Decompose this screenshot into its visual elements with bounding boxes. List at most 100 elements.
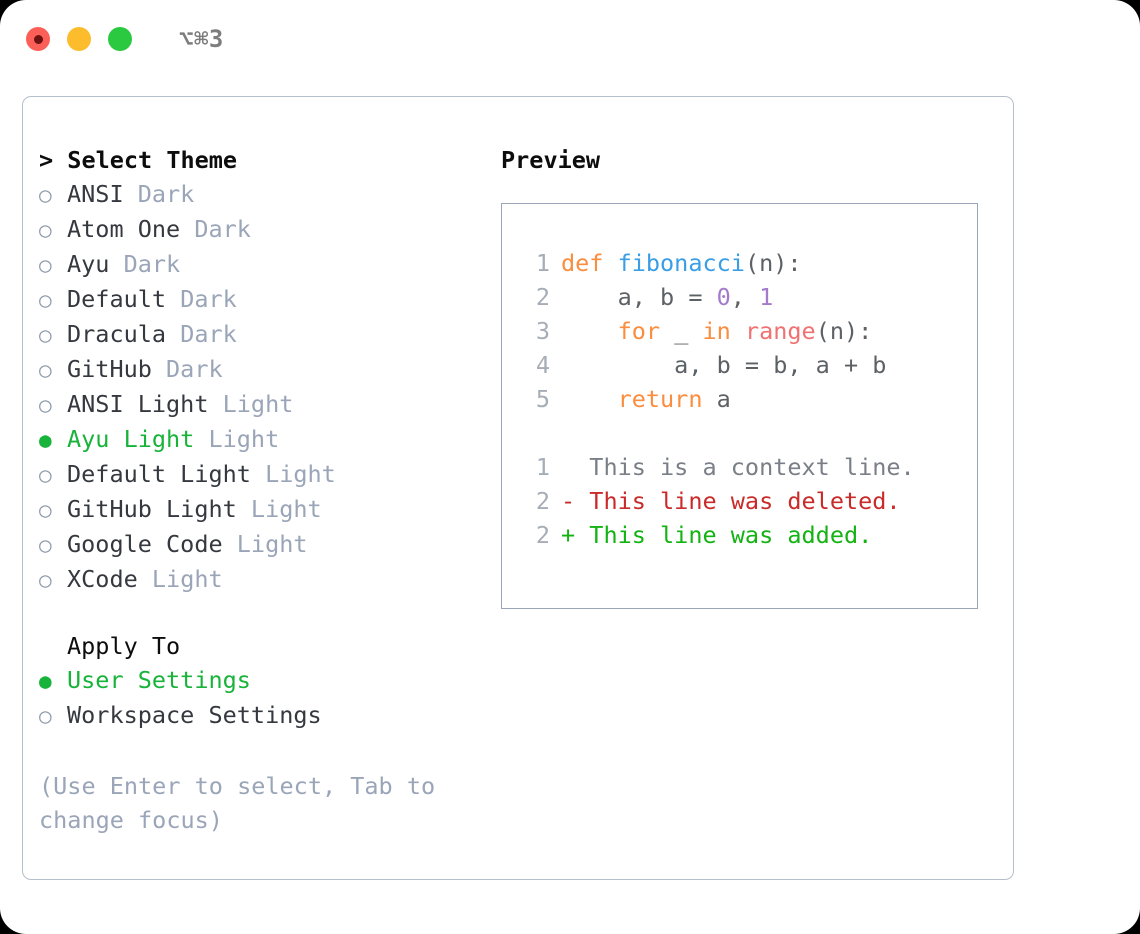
diff-text: This is a context line. xyxy=(561,453,915,481)
option-variant-badge: Light xyxy=(137,565,223,593)
radio-unselected-icon: ○ xyxy=(39,358,52,382)
theme-option-1[interactable]: ○ Atom One Dark xyxy=(39,212,479,247)
option-variant-badge: Dark xyxy=(123,180,195,208)
code-token-pl xyxy=(731,317,745,345)
line-number: 1 xyxy=(535,453,550,481)
theme-option-0[interactable]: ○ ANSI Dark xyxy=(39,177,479,212)
code-token-pl: a, b = b, a + b xyxy=(561,351,887,379)
line-number: 1 xyxy=(535,249,550,277)
radio-unselected-icon: ○ xyxy=(39,463,52,487)
preview-heading: Preview xyxy=(501,146,601,174)
radio-unselected-icon: ○ xyxy=(39,704,52,728)
radio-unselected-icon: ○ xyxy=(39,288,52,312)
code-token-pl xyxy=(561,385,618,413)
diff-sample: 1 This is a context line.2- This line wa… xyxy=(520,450,977,552)
line-number: 3 xyxy=(535,317,550,345)
select-theme-heading: > Select Theme xyxy=(39,146,238,174)
option-variant-badge: Dark xyxy=(166,320,237,348)
line-number: 2 xyxy=(535,283,550,311)
radio-unselected-icon: ○ xyxy=(39,183,52,207)
option-label: GitHub xyxy=(67,355,152,383)
code-line-4: 4 a, b = b, a + b xyxy=(520,348,977,382)
option-variant-badge: Light xyxy=(194,425,280,453)
theme-option-3[interactable]: ○Default Dark xyxy=(39,282,479,317)
option-label: XCode xyxy=(67,565,138,593)
keyboard-shortcut-label: ⌥⌘3 xyxy=(179,25,224,53)
line-number: 2 xyxy=(535,521,550,549)
apply-option-0[interactable]: ● User Settings xyxy=(39,663,479,698)
option-label: User Settings xyxy=(67,666,251,694)
theme-option-4[interactable]: ○Dracula Dark xyxy=(39,317,479,352)
option-label: Ayu xyxy=(67,250,110,278)
option-variant-badge: Dark xyxy=(151,355,223,383)
code-line-2: 2 a, b = 0, 1 xyxy=(520,280,977,314)
option-label: Atom One xyxy=(67,215,181,243)
diff-line-del: 2- This line was deleted. xyxy=(520,484,977,518)
option-variant-badge: Light xyxy=(208,390,294,418)
option-label: GitHub Light xyxy=(67,495,237,523)
option-label: Default xyxy=(67,285,167,313)
option-variant-badge: Light xyxy=(250,460,336,488)
option-variant-badge: Light xyxy=(222,530,308,558)
code-line-5: 5 return a xyxy=(520,382,977,416)
window-controls xyxy=(26,27,132,51)
theme-option-5[interactable]: ○ GitHub Dark xyxy=(39,352,479,387)
theme-option-8[interactable]: ○ Default Light Light xyxy=(39,457,479,492)
theme-options-list[interactable]: ○ ANSI Dark ○ Atom One Dark ○ Ayu Dark ○ Defaul… xyxy=(39,177,479,597)
option-label: ANSI Light xyxy=(67,390,209,418)
line-number: 2 xyxy=(535,487,550,515)
code-token-kw: return xyxy=(617,385,703,413)
apply-option-1[interactable]: ○ Workspace Settings xyxy=(39,698,479,733)
radio-selected-icon: ● xyxy=(39,669,52,693)
radio-selected-icon: ● xyxy=(39,428,52,452)
radio-unselected-icon: ○ xyxy=(39,498,52,522)
code-token-pl: a, b = xyxy=(561,283,717,311)
code-token-kw: def xyxy=(561,249,618,277)
minimize-button[interactable] xyxy=(67,27,91,51)
diff-line-ctx: 1 This is a context line. xyxy=(520,450,977,484)
theme-option-2[interactable]: ○ Ayu Dark xyxy=(39,247,479,282)
line-number: 5 xyxy=(535,385,550,413)
radio-unselected-icon: ○ xyxy=(39,568,52,592)
option-variant-badge: Dark xyxy=(180,215,251,243)
close-dot-icon xyxy=(33,34,43,44)
code-token-pl: _ xyxy=(660,317,703,345)
code-token-pl xyxy=(561,317,618,345)
maximize-button[interactable] xyxy=(108,27,132,51)
theme-option-11[interactable]: ○ XCode Light xyxy=(39,562,479,597)
code-line-3: 3 for _ in range(n): xyxy=(520,314,977,348)
close-button[interactable] xyxy=(26,27,50,51)
theme-list-column: > Select Theme ○ANSI Dark○Atom One Dark○… xyxy=(39,143,479,837)
option-label: ANSI xyxy=(67,180,124,208)
main-panel: > Select Theme ○ANSI Dark○Atom One Dark○… xyxy=(22,96,1014,880)
code-token-kw: in xyxy=(702,317,731,345)
code-token-kw: for xyxy=(617,317,661,345)
option-label: Ayu Light xyxy=(67,425,195,453)
title-bar: ⌥⌘3 xyxy=(0,0,1140,78)
option-label: Default Light xyxy=(67,460,251,488)
theme-option-9[interactable]: ○GitHub Light Light xyxy=(39,492,479,527)
radio-unselected-icon: ○ xyxy=(39,253,52,277)
code-token-pl: , xyxy=(730,283,760,311)
option-variant-badge: Dark xyxy=(109,250,181,278)
radio-unselected-icon: ○ xyxy=(39,218,52,242)
code-token-pl: a xyxy=(702,385,731,413)
option-label: Dracula xyxy=(67,320,167,348)
code-token-pl: (n): xyxy=(815,317,873,345)
option-label: Google Code xyxy=(67,530,223,558)
section-spacer xyxy=(39,597,479,629)
theme-option-6[interactable]: ○ANSI Light Light xyxy=(39,387,479,422)
code-token-num: 1 xyxy=(759,283,774,311)
option-label: Workspace Settings xyxy=(67,701,322,729)
apply-to-heading: Apply To xyxy=(67,632,181,660)
help-spacer xyxy=(39,733,479,769)
theme-option-7[interactable]: ● Ayu Light Light xyxy=(39,422,479,457)
apply-to-options-list[interactable]: ● User Settings ○ Workspace Settings xyxy=(39,663,479,733)
code-token-bi: range xyxy=(744,317,816,345)
theme-option-10[interactable]: ○Google Code Light xyxy=(39,527,479,562)
